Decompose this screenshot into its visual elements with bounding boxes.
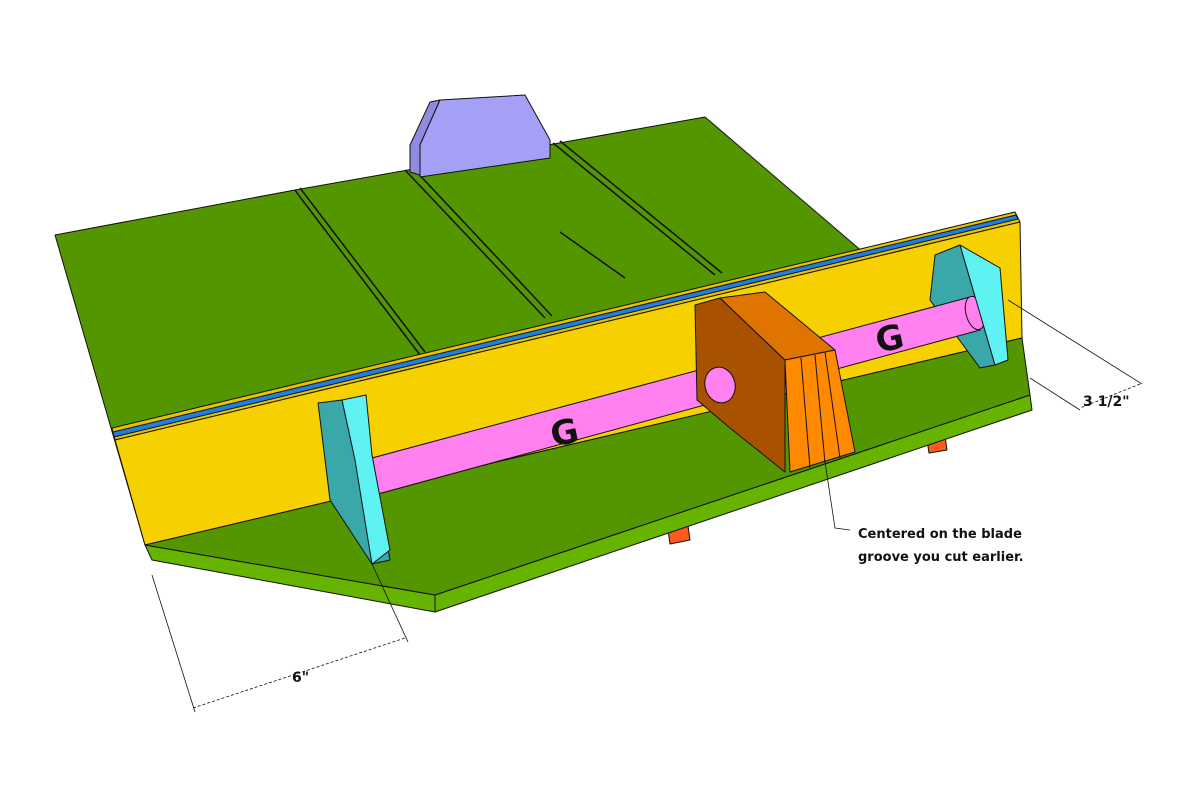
- dimension-label-6in: 6": [292, 670, 309, 686]
- miter-groove-left: [294, 189, 421, 356]
- t-track-rail: [112, 214, 1019, 438]
- miter-groove-right-2: [559, 140, 723, 274]
- end-block-left: [341, 394, 391, 565]
- blade-slot: [559, 231, 626, 279]
- plate-line: [824, 351, 841, 459]
- miter-groove-center: [404, 169, 546, 319]
- rod-end-center: [704, 366, 736, 404]
- dimension-3-5in: [1007, 299, 1143, 411]
- callout-line-2: groove you cut earlier.: [858, 550, 1024, 565]
- plate-line: [814, 354, 826, 464]
- callout-leader: [824, 461, 851, 531]
- end-block-right: [959, 244, 1009, 366]
- miter-groove-right: [552, 142, 716, 276]
- back-fence: [419, 94, 551, 178]
- plate-line: [800, 357, 811, 469]
- callout-line-1: Centered on the blade: [858, 527, 1022, 542]
- miter-groove-center-2: [412, 167, 553, 317]
- dimension-label-3-5in: 3 1/2": [1083, 394, 1130, 410]
- dimension-6in: [151, 563, 409, 713]
- miter-groove-left-2: [299, 187, 426, 353]
